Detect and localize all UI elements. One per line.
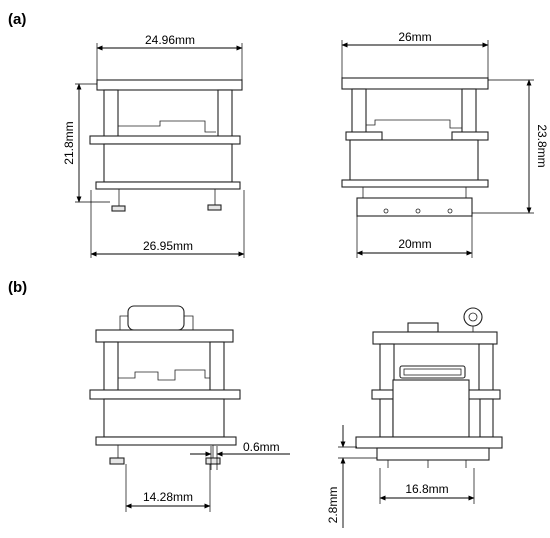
middle-board [89, 389, 241, 400]
dims-b-right: 2.8mm 16.8mm [326, 425, 475, 528]
base-pin [415, 208, 421, 214]
middle-board [89, 135, 241, 145]
base-pin [383, 208, 389, 214]
top-board [372, 331, 498, 345]
panel-label-b: (b) [8, 279, 27, 296]
left-foot [109, 457, 125, 465]
right-foot [207, 204, 222, 211]
dim-label-top-width: 24.96mm [145, 33, 195, 47]
dims-b-left: 0.6mm 14.28mm [125, 440, 290, 512]
ring-connector [463, 307, 483, 327]
right-standoff [209, 341, 225, 393]
dims-a-left: 24.96mm 21.8mm 26.95mm [62, 33, 245, 258]
assembly-b-left [89, 305, 241, 465]
chip-housing [399, 365, 466, 379]
left-standoff [103, 341, 119, 393]
module-body [103, 398, 225, 438]
top-chip [407, 322, 439, 333]
left-standoff [351, 88, 367, 138]
bottom-board [95, 436, 237, 446]
left-lower-standoff [379, 398, 394, 438]
base-plate [356, 197, 473, 217]
component-leads [119, 315, 194, 330]
right-lower-standoff [479, 398, 494, 438]
dim-label-gap: 0.6mm [243, 440, 280, 454]
top-board [95, 329, 234, 343]
dim-label-bottom-width: 26.95mm [143, 239, 193, 253]
left-foot [111, 205, 126, 212]
base-pin [447, 208, 453, 214]
top-board [341, 77, 489, 90]
dim-label-bottom-width: 20mm [398, 237, 431, 251]
dim-label-height: 21.8mm [62, 121, 76, 164]
top-board [96, 79, 243, 91]
dim-label-spacing: 16.8mm [405, 482, 448, 496]
left-standoff [379, 343, 395, 393]
middle-bracket-left [345, 131, 383, 141]
base-plate [376, 447, 490, 461]
dim-label-top-width: 26mm [398, 30, 431, 44]
chip-outline [118, 120, 216, 133]
left-standoff [103, 89, 119, 143]
bottom-board [95, 181, 241, 190]
assembly-a-left [89, 79, 243, 212]
assembly-a-right [341, 77, 489, 217]
chip-outline [118, 369, 210, 381]
right-standoff [478, 343, 494, 393]
dim-label-height: 2.8mm [326, 487, 340, 524]
right-foot [205, 457, 221, 465]
chip-outline [366, 119, 462, 129]
bottom-board [355, 436, 503, 449]
dims-a-right: 26mm 23.8mm 20mm [341, 30, 549, 258]
panel-label-a: (a) [8, 11, 26, 28]
module-body [103, 143, 233, 183]
right-standoff [217, 89, 233, 143]
assembly-b-right [355, 307, 503, 468]
module-body [349, 139, 479, 183]
right-standoff [461, 88, 477, 138]
middle-bracket-right [451, 131, 489, 141]
module-body [392, 379, 470, 438]
dim-label-height: 23.8mm [535, 124, 549, 167]
dim-label-spacing: 14.28mm [143, 490, 193, 504]
bottom-board [341, 179, 489, 188]
top-component [127, 305, 185, 331]
